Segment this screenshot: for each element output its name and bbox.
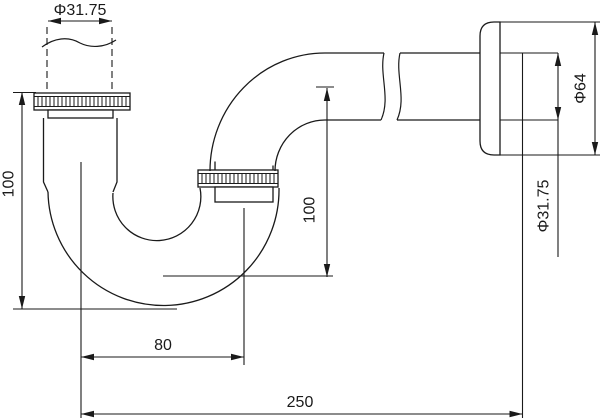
inlet-height-label: 100 <box>1 171 18 198</box>
dim-overall-length: 250 <box>81 53 524 418</box>
inlet-diameter-label: Φ31.75 <box>54 2 107 19</box>
dim-outlet-diameter: Φ31.75 <box>500 52 562 257</box>
arrowhead-left <box>81 410 94 418</box>
wall-flange <box>479 21 501 156</box>
arrowhead-up <box>18 92 26 105</box>
dim-inlet-height: 100 <box>1 91 177 310</box>
arrowhead-down <box>323 264 331 277</box>
inlet-nut-knurling <box>37 96 127 107</box>
outlet-nut-knurling <box>201 173 275 184</box>
arrowhead-right <box>99 17 112 25</box>
outlet-diameter-label: Φ31.75 <box>536 180 553 233</box>
arrowhead-up <box>591 22 599 35</box>
trap-body <box>42 118 280 307</box>
outlet-elbow <box>209 52 326 172</box>
arrowhead-left <box>48 17 61 25</box>
dim-drop-height: 100 <box>163 86 334 277</box>
arrowhead-up <box>554 53 562 66</box>
arrowhead-up <box>323 88 331 101</box>
arrowhead-down <box>554 107 562 120</box>
inlet-pipe-left-wall <box>42 118 49 193</box>
flange-body <box>479 21 501 156</box>
inlet-nut-collar <box>47 109 114 119</box>
pipe-break-wave-right <box>396 52 402 121</box>
dim-flange-diameter: Φ64 <box>494 21 600 156</box>
horizontal-pipe <box>325 52 480 121</box>
elbow-inner-arc <box>274 119 326 172</box>
outlet-nut <box>197 161 279 203</box>
drop-height-label: 100 <box>302 197 319 224</box>
break-wave-line <box>41 38 117 48</box>
dim-inlet-diameter: Φ31.75 <box>48 2 112 25</box>
flange-diameter-label: Φ64 <box>573 73 590 104</box>
elbow-outer-arc <box>209 52 326 172</box>
overall-length-label: 250 <box>287 394 314 411</box>
inlet-pipe-right-wall <box>112 118 118 193</box>
inlet-nut <box>33 92 131 119</box>
dim-trap-width: 80 <box>80 162 245 418</box>
arrowhead-right <box>509 410 523 418</box>
inlet-pipe-break <box>41 27 117 93</box>
arrowhead-down <box>591 142 599 155</box>
outlet-nut-collar <box>214 186 274 203</box>
u-bend-inner-arc <box>112 187 202 242</box>
arrowhead-down <box>18 296 26 309</box>
u-bend-outer-arc <box>47 187 280 307</box>
pipe-break-wave-left <box>380 52 386 121</box>
arrowhead-right <box>231 353 244 361</box>
arrowhead-left <box>81 353 94 361</box>
trap-width-label: 80 <box>154 337 172 354</box>
